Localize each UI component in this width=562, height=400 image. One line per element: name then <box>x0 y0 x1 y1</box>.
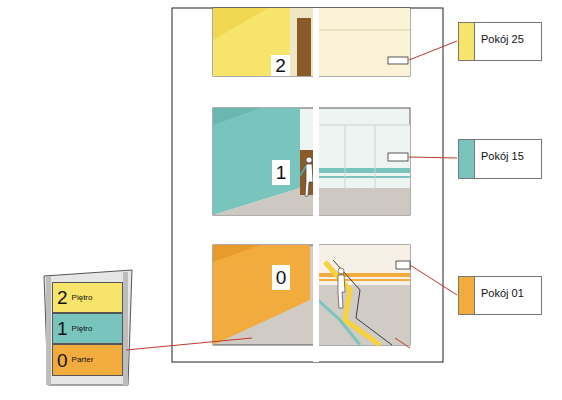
room-name: Pokój 01 <box>475 277 530 314</box>
room-callout: Pokój 01 <box>458 276 542 315</box>
room-plate <box>388 57 408 64</box>
person-figure <box>306 157 312 163</box>
person-figure <box>338 268 344 274</box>
floor-name: Parter <box>72 356 94 364</box>
sign-band: 1 Piętro <box>52 313 123 344</box>
sign-band: 0 Parter <box>52 344 123 376</box>
floor-name: Piętro <box>72 325 93 333</box>
floor-number: 0 <box>57 351 68 370</box>
color-swatch <box>459 140 475 178</box>
floor-0 <box>213 245 410 345</box>
wall-floor-number: 1 <box>272 160 290 185</box>
floor-name: Piętro <box>72 294 93 302</box>
building-frame <box>172 8 443 362</box>
sign-stand <box>44 270 132 385</box>
room-plate <box>396 261 410 269</box>
color-swatch <box>459 23 475 60</box>
sign-band: 2 Piętro <box>52 282 123 313</box>
wall-floor-number: 2 <box>271 55 290 76</box>
leader-lines <box>126 41 457 350</box>
room-callout: Pokój 25 <box>458 22 542 61</box>
room-callout: Pokój 15 <box>458 139 542 179</box>
floor-number: 1 <box>57 319 68 338</box>
room-plate <box>388 153 408 161</box>
wall-floor-number: 0 <box>272 265 290 290</box>
color-swatch <box>459 277 475 314</box>
room-name: Pokój 25 <box>475 23 530 60</box>
floor-2 <box>213 8 410 76</box>
section-gap <box>313 8 319 362</box>
floor-1 <box>213 108 410 215</box>
room-name: Pokój 15 <box>475 140 530 178</box>
floor-number: 2 <box>57 288 68 307</box>
